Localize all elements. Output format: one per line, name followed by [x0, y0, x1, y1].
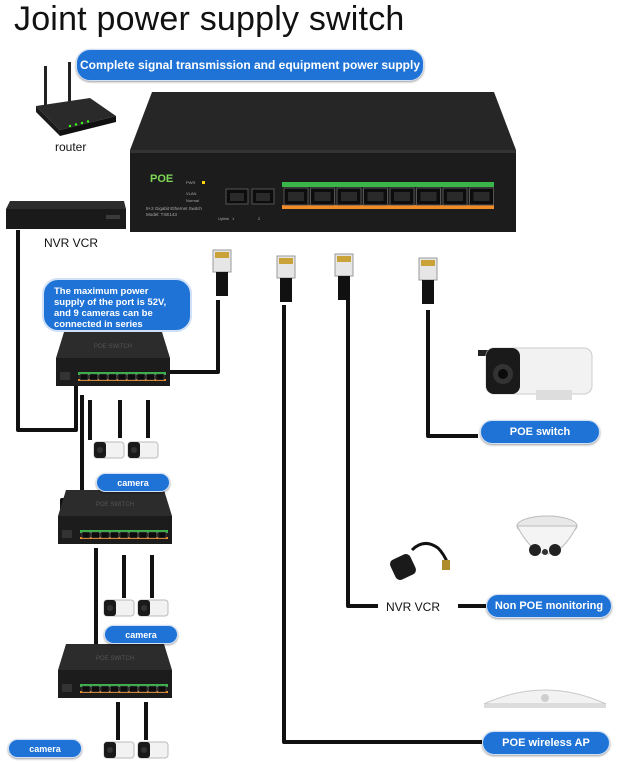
switch-port — [108, 373, 117, 381]
banner-pill: Complete signal transmission and equipme… — [76, 49, 424, 81]
switch-port — [146, 373, 155, 381]
switch-port — [100, 685, 110, 693]
camera-icon — [93, 441, 125, 459]
switch-port — [89, 373, 98, 381]
main-poe-switch: POE 8+2 Gigabit Ethernet Switch Model: T… — [130, 92, 516, 232]
switch-model-line: 8+2 Gigabit Ethernet Switch — [146, 206, 202, 211]
wireless-ap-device-label: POE wireless AP — [482, 731, 610, 755]
camera-group-1 — [93, 441, 159, 459]
switch-port — [157, 685, 167, 693]
switch-port — [79, 373, 89, 381]
camera-icon — [103, 741, 135, 759]
switch-port — [138, 685, 148, 693]
switch-port — [127, 373, 136, 381]
switch-port — [91, 531, 100, 539]
switch-port — [129, 531, 138, 539]
switch-port — [100, 531, 110, 539]
poe-switch-3-label: POE SWITCH — [96, 656, 134, 662]
rj45-connector — [334, 253, 354, 300]
uplink-port-1-label: 1 — [232, 216, 235, 221]
poe-switch-2: POE SWITCH — [58, 490, 172, 544]
switch-port — [91, 685, 100, 693]
wireless-ap-image — [483, 689, 607, 708]
switch-port — [81, 685, 91, 693]
switch-brand: POE — [150, 173, 173, 185]
switch-port — [155, 373, 165, 381]
led-label-pwr: PWR — [186, 180, 195, 185]
poe-port — [363, 187, 388, 206]
router-label: router — [55, 140, 87, 154]
switch-port — [157, 531, 167, 539]
switch-badge — [62, 530, 72, 538]
switch-port — [117, 373, 127, 381]
camera-icon — [103, 599, 135, 617]
camera-icon — [137, 599, 169, 617]
camera-label-1: camera — [96, 473, 170, 492]
switch-port — [138, 531, 148, 539]
switch-port — [81, 531, 91, 539]
switch-port — [148, 531, 157, 539]
uplink-port — [225, 188, 249, 205]
switch-badge — [60, 372, 70, 380]
camera-group-3 — [103, 741, 169, 759]
bullet-camera-image — [478, 347, 593, 400]
led-label-normal: Normal — [186, 198, 199, 203]
switch-port — [129, 685, 138, 693]
switch-port — [148, 685, 157, 693]
non-poe-device-label: Non POE monitoring — [486, 594, 612, 618]
uplink-port-2-label: 2 — [258, 216, 261, 221]
poe-port — [389, 187, 415, 206]
poe-switch-2-label: POE SWITCH — [96, 502, 134, 508]
router-image — [36, 62, 116, 136]
poe-port — [283, 187, 309, 206]
power-callout: The maximum power supply of the port is … — [42, 278, 192, 332]
switch-port — [136, 373, 146, 381]
camera-label-2: camera — [104, 625, 178, 644]
rj45-connector — [212, 249, 232, 296]
switch-port — [119, 531, 129, 539]
uplink-port — [251, 188, 275, 205]
poe-splitter-image — [390, 542, 450, 580]
switch-badge — [62, 684, 72, 692]
poe-port — [336, 187, 362, 206]
poe-switch-device-label: POE switch — [480, 420, 600, 444]
poe-switch-1: POE SWITCH — [56, 332, 170, 386]
poe-switch-3: POE SWITCH — [58, 644, 172, 698]
rj45-connector — [276, 255, 296, 302]
poe-port — [310, 187, 335, 206]
switch-port — [98, 373, 108, 381]
switch-port — [110, 685, 119, 693]
switch-port — [110, 531, 119, 539]
switch-port — [119, 685, 129, 693]
nvr-label-top: NVR VCR — [44, 236, 99, 250]
poe-switch-1-label: POE SWITCH — [94, 344, 132, 350]
poe-port — [469, 187, 494, 206]
rj45-connector — [418, 257, 438, 304]
camera-icon — [137, 741, 169, 759]
dome-camera-image — [516, 515, 578, 556]
led-label-vlan: VLAN — [186, 191, 197, 196]
nvr-label-bottom: NVR VCR — [386, 600, 441, 614]
page-title: Joint power supply switch — [14, 0, 405, 38]
camera-label-3: camera — [8, 739, 82, 758]
switch-uplink-label: Uplink — [218, 216, 229, 221]
poe-port — [416, 187, 441, 206]
camera-icon — [127, 441, 159, 459]
camera-group-2 — [103, 599, 169, 617]
switch-model: Model: TXE143 — [146, 212, 177, 217]
nvr-device-top — [6, 201, 126, 229]
poe-port — [442, 187, 468, 206]
